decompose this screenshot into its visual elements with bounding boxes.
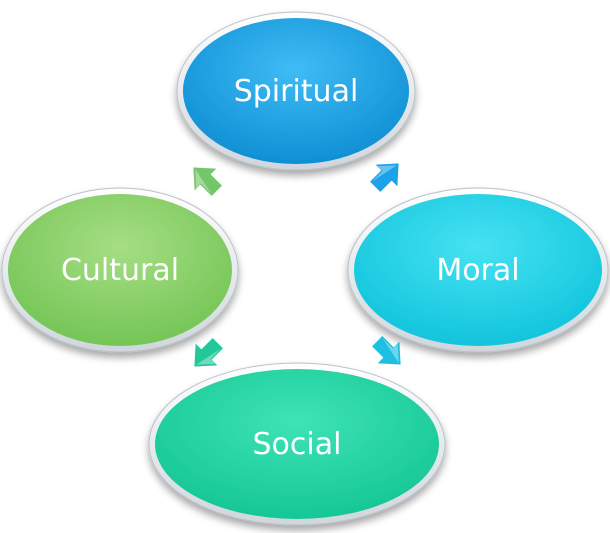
node-label-cultural: Cultural bbox=[61, 253, 179, 288]
node-label-social: Social bbox=[253, 427, 342, 462]
arrow-cultural-to-spiritual bbox=[191, 165, 224, 198]
node-cultural: Cultural bbox=[1, 187, 239, 353]
arrow-social-to-cultural bbox=[192, 336, 225, 369]
node-spiritual: Spiritual bbox=[176, 11, 416, 171]
node-moral: Moral bbox=[347, 187, 609, 353]
node-label-moral: Moral bbox=[436, 253, 519, 288]
node-social: Social bbox=[148, 362, 446, 526]
arrow-spiritual-to-moral bbox=[368, 161, 401, 194]
arrow-moral-to-social bbox=[370, 334, 403, 367]
node-label-spiritual: Spiritual bbox=[234, 74, 359, 109]
